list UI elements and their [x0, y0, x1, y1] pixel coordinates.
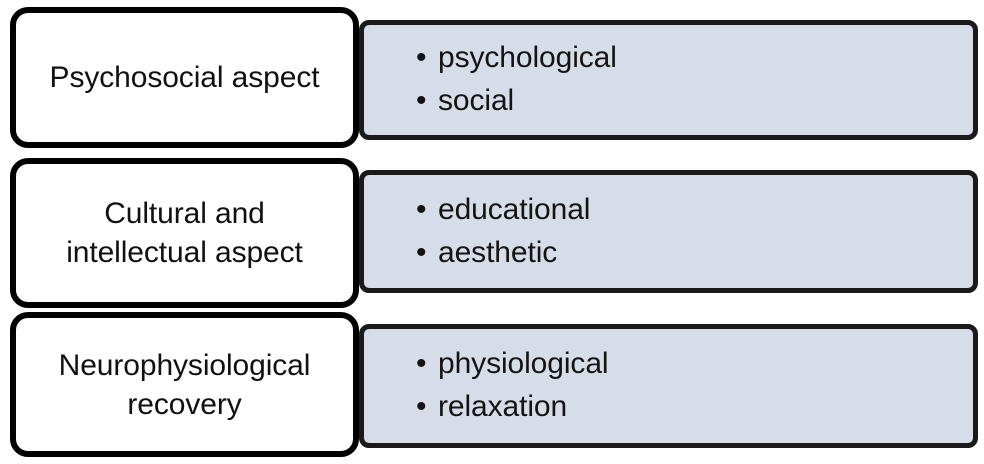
detail-box-psychosocial: • psychological • social: [359, 20, 978, 140]
list-item: • physiological: [416, 343, 973, 386]
label-box-title: Cultural and intellectual aspect: [66, 197, 303, 269]
bullet-icon: •: [416, 347, 427, 381]
bullet-icon: •: [416, 390, 427, 423]
bullet-list: • educational • aesthetic: [364, 189, 973, 274]
list-item: • psychological: [416, 37, 973, 80]
list-item: • social: [416, 80, 973, 123]
list-item-label: relaxation: [438, 390, 568, 423]
bullet-icon: •: [416, 41, 427, 75]
list-item-label: social: [438, 84, 515, 117]
detail-box-neurophysiological: • physiological • relaxation: [359, 324, 978, 448]
list-item: • relaxation: [416, 386, 973, 429]
label-box-neurophysiological: Neurophysiological recovery: [10, 312, 359, 457]
detail-box-cultural-intellectual: • educational • aesthetic: [359, 170, 978, 293]
bullet-icon: •: [416, 235, 427, 269]
label-box-cultural-intellectual: Cultural and intellectual aspect: [10, 158, 359, 308]
label-box-title: Neurophysiological recovery: [58, 348, 311, 421]
list-item-label: aesthetic: [438, 235, 558, 269]
list-item-label: educational: [438, 192, 591, 226]
label-box-title: Psychosocial aspect: [49, 61, 320, 94]
bullet-list: • physiological • relaxation: [364, 343, 973, 428]
list-item-label: psychological: [438, 41, 617, 75]
label-box-psychosocial: Psychosocial aspect: [10, 7, 359, 148]
list-item-label: physiological: [438, 347, 609, 381]
bullet-icon: •: [416, 84, 427, 117]
list-item: • aesthetic: [416, 232, 973, 275]
list-item: • educational: [416, 189, 973, 232]
bullet-icon: •: [416, 192, 427, 226]
bullet-list: • psychological • social: [364, 37, 973, 122]
